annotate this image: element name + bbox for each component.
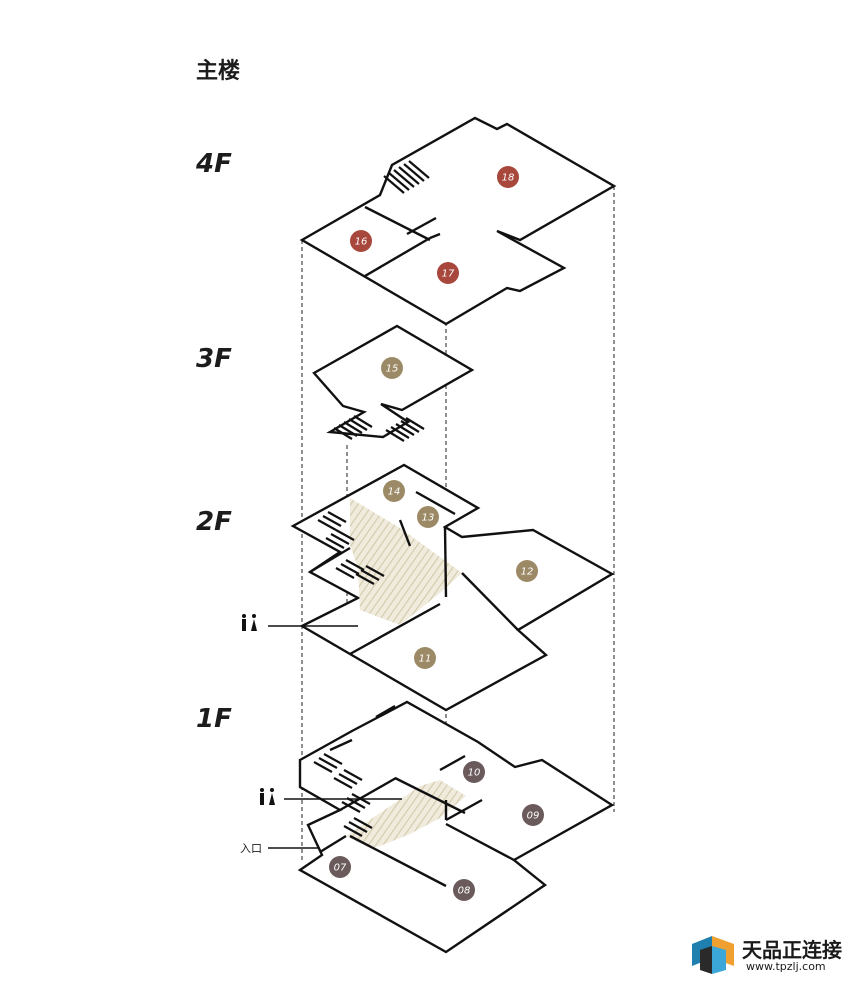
room-marker-09: 09	[522, 804, 544, 826]
room-marker-circle	[383, 480, 405, 502]
room-marker-17: 17	[437, 262, 459, 284]
watermark-url: www.tpzlj.com	[746, 960, 826, 973]
room-number: 15	[386, 364, 399, 375]
room-marker-10: 10	[463, 761, 485, 783]
room-number: 08	[458, 886, 471, 897]
floor-1f: 入口	[240, 700, 615, 954]
room-marker-15: 15	[381, 357, 403, 379]
room-marker-circle	[437, 262, 459, 284]
restroom-icon-1f	[260, 788, 275, 805]
room-marker-circle	[453, 879, 475, 901]
restroom-icon-2f	[242, 614, 257, 631]
room-number: 09	[527, 811, 540, 822]
room-marker-circle	[329, 856, 351, 878]
room-marker-circle	[414, 647, 436, 669]
room-number: 17	[442, 269, 455, 280]
room-number: 13	[422, 513, 435, 524]
floor-label-1f: 1F	[196, 704, 232, 734]
stairs-3f	[333, 415, 425, 442]
room-markers: 18 16 17 15 14 13 12 11 10 09 07 08	[329, 166, 544, 901]
room-number: 12	[521, 567, 534, 578]
floor-label-2f: 2F	[196, 507, 232, 537]
floor-2f	[242, 463, 615, 712]
room-marker-circle	[350, 230, 372, 252]
building-title: 主楼	[196, 59, 240, 84]
stairs-1f	[313, 753, 373, 837]
room-marker-14: 14	[383, 480, 405, 502]
room-marker-circle	[516, 560, 538, 582]
watermark-name: 天品正连接	[742, 938, 842, 962]
room-marker-18: 18	[497, 166, 519, 188]
room-marker-11: 11	[414, 647, 436, 669]
room-marker-08: 08	[453, 879, 475, 901]
cube-logo-icon	[692, 936, 734, 974]
room-marker-circle	[522, 804, 544, 826]
entrance-label: 入口	[240, 842, 262, 855]
room-marker-13: 13	[417, 506, 439, 528]
room-number: 10	[468, 768, 481, 779]
room-number: 18	[502, 173, 515, 184]
floor-label-4f: 4F	[195, 149, 232, 179]
room-number: 07	[334, 863, 347, 874]
floor-3f	[312, 324, 475, 442]
watermark: 天品正连接 www.tpzlj.com	[690, 934, 842, 976]
room-marker-circle	[381, 357, 403, 379]
room-marker-circle	[497, 166, 519, 188]
room-marker-12: 12	[516, 560, 538, 582]
floor-label-3f: 3F	[196, 344, 232, 374]
room-marker-07: 07	[329, 856, 351, 878]
room-marker-circle	[417, 506, 439, 528]
room-number: 16	[355, 237, 368, 248]
floor-4f	[299, 116, 617, 326]
room-marker-16: 16	[350, 230, 372, 252]
stairs-2f	[317, 511, 385, 585]
room-number: 14	[388, 487, 401, 498]
stairs-4f	[383, 160, 430, 194]
room-number: 11	[419, 654, 432, 665]
room-marker-circle	[463, 761, 485, 783]
